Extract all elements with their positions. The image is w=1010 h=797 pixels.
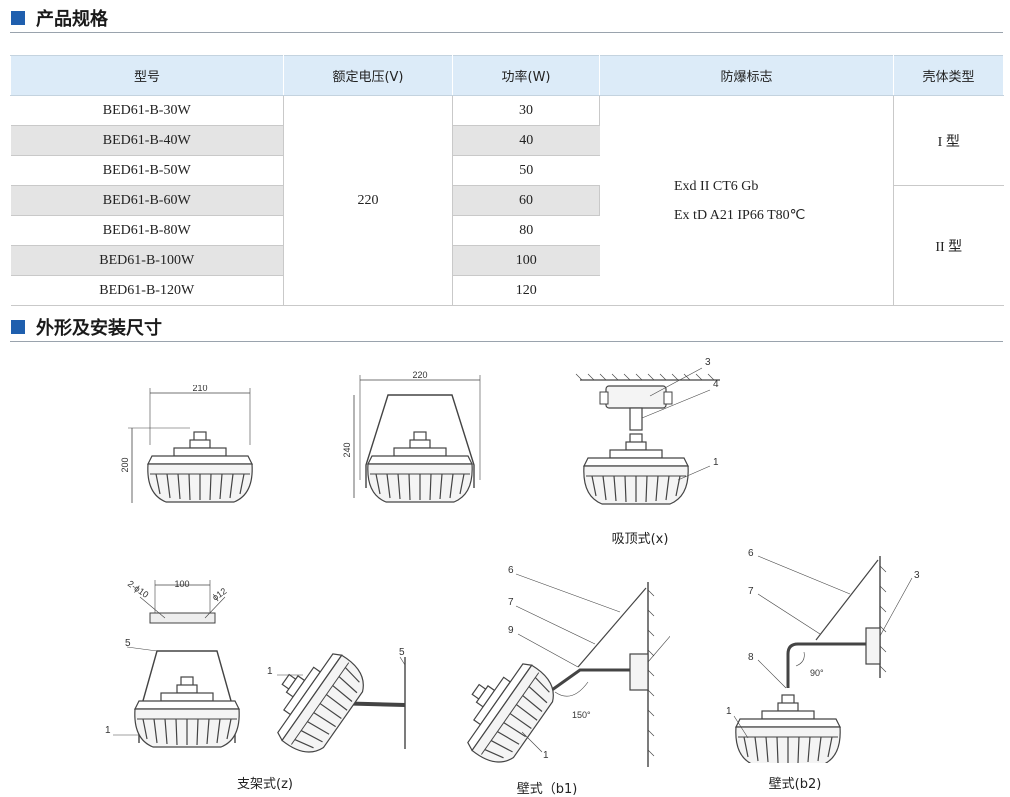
- model-cell: BED61-B-100W: [10, 245, 284, 276]
- section-header-dimensions: 外形及安装尺寸: [10, 313, 1003, 342]
- drawing-front-view: 210 200: [120, 385, 253, 503]
- table-row: BED61-B-40W 40: [10, 125, 1004, 156]
- callout-label: 7: [508, 597, 514, 608]
- col-header-housing: 壳体类型: [893, 55, 1004, 96]
- callout-label: 3: [914, 570, 920, 581]
- model-cell: BED61-B-120W: [10, 275, 284, 306]
- dimension-height: 240: [342, 442, 352, 457]
- spec-table: 型号 额定电压(V) 功率(W) 防爆标志 壳体类型 BED61-B-30W 2…: [10, 55, 1004, 306]
- power-cell: 60: [452, 185, 600, 216]
- col-header-voltage: 额定电压(V): [283, 55, 453, 96]
- callout-label: 3: [705, 357, 711, 368]
- model-cell: BED61-B-30W: [10, 95, 284, 126]
- model-cell: BED61-B-40W: [10, 125, 284, 156]
- section-header-specs: 产品规格: [10, 4, 1003, 33]
- callout-label: 1: [713, 457, 719, 468]
- marking-dust: Ex tD A21 IP66 T80℃: [674, 207, 806, 223]
- dimension-width: 220: [412, 370, 427, 380]
- dimension-width: 210: [192, 385, 207, 393]
- housing-type-2: II 型: [893, 185, 1004, 306]
- callout-label: 4: [713, 379, 719, 390]
- lamp-icon: [134, 676, 240, 748]
- caption-wall-b1: 壁式（b1): [516, 782, 578, 797]
- model-cell: BED61-B-50W: [10, 155, 284, 186]
- lamp-icon: [265, 645, 374, 755]
- angle-label: 150°: [572, 710, 591, 720]
- hole-right-label: ϕ12: [210, 586, 228, 603]
- section-marker-icon: [11, 320, 25, 334]
- lamp-icon: [367, 431, 473, 503]
- section-title: 外形及安装尺寸: [36, 318, 162, 339]
- drawing-ceiling-mount: 3 4 1: [575, 357, 720, 505]
- angle-label: 90°: [810, 668, 824, 678]
- table-row: BED61-B-50W 50: [10, 155, 1004, 186]
- voltage-cell: 220: [283, 95, 453, 306]
- table-header-row: 型号 额定电压(V) 功率(W) 防爆标志 壳体类型: [10, 55, 1004, 96]
- drawing-bracket-type: 100 2-ϕ10 ϕ12 5 1: [105, 578, 240, 748]
- callout-label: 5: [125, 638, 131, 649]
- marking-cell: Exd II CT6 Gb Ex tD A21 IP66 T80℃: [599, 95, 894, 306]
- table-row: BED61-B-60W 60 II 型: [10, 185, 1004, 306]
- power-cell: 100: [452, 245, 600, 276]
- callout-label: 8: [748, 652, 754, 663]
- col-header-power: 功率(W): [452, 55, 600, 96]
- section-title: 产品规格: [36, 9, 108, 30]
- caption-bracket: 支架式(z): [237, 777, 293, 792]
- drawing-bracket-view: 220 240: [342, 370, 481, 503]
- drawing-bracket-side: 1 5: [265, 645, 406, 755]
- power-cell: 120: [452, 275, 600, 306]
- power-cell: 80: [452, 215, 600, 246]
- power-cell: 40: [452, 125, 600, 156]
- callout-label: 1: [726, 706, 732, 717]
- caption-ceiling: 吸顶式(x): [611, 532, 669, 547]
- col-header-model: 型号: [10, 55, 284, 96]
- dimension-height: 200: [120, 457, 130, 472]
- hole-spacing: 100: [174, 579, 189, 589]
- callout-label: 1: [105, 725, 111, 736]
- hole-left-label: 2-ϕ10: [126, 578, 151, 599]
- housing-type-1: I 型: [893, 95, 1004, 186]
- lamp-icon: [735, 694, 841, 763]
- table-row: BED61-B-80W 80: [10, 215, 1004, 246]
- table-row: BED61-B-120W 120: [10, 275, 1004, 306]
- drawing-wall-b1: 6 7 9 3 1 150°: [460, 565, 670, 772]
- callout-label: 9: [508, 625, 514, 636]
- power-cell: 30: [452, 95, 600, 126]
- callout-label: 1: [267, 666, 273, 677]
- model-cell: BED61-B-60W: [10, 185, 284, 216]
- section-marker-icon: [11, 11, 25, 25]
- table-row: BED61-B-30W 220 30 Exd II CT6 Gb Ex tD A…: [10, 95, 1004, 306]
- callout-label: 6: [748, 548, 754, 559]
- col-header-marking: 防爆标志: [599, 55, 894, 96]
- callout-label: 5: [399, 647, 405, 658]
- drawing-wall-b2: 6 7 3 8 1 90°: [726, 548, 920, 763]
- model-cell: BED61-B-80W: [10, 215, 284, 246]
- table-row: BED61-B-100W 100: [10, 245, 1004, 276]
- marking-gas: Exd II CT6 Gb: [674, 178, 759, 194]
- lamp-icon: [583, 433, 689, 505]
- lamp-icon: [147, 431, 253, 503]
- callout-label: 6: [508, 565, 514, 576]
- callout-label: 7: [748, 586, 754, 597]
- caption-wall-b2: 壁式(b2): [768, 777, 822, 792]
- power-cell: 50: [452, 155, 600, 186]
- callout-label: 1: [543, 750, 549, 761]
